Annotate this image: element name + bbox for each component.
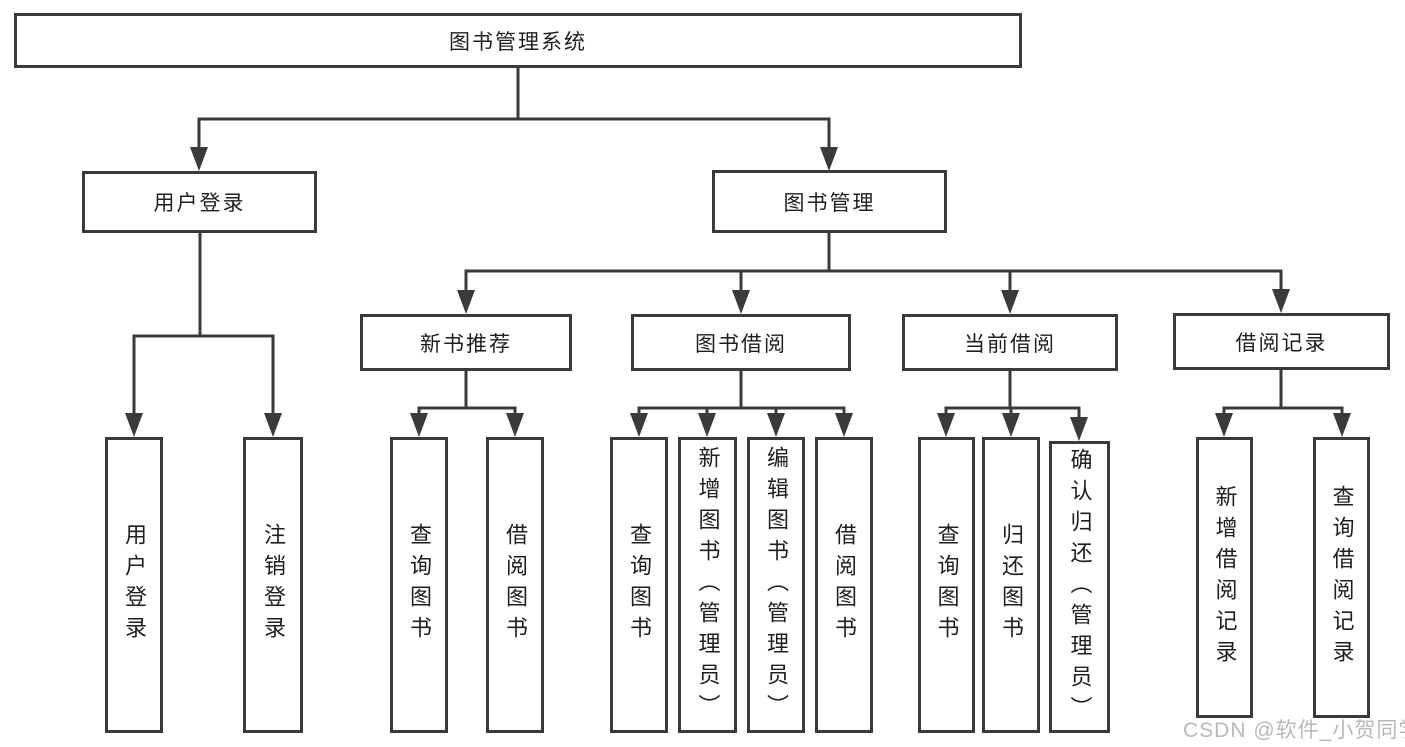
node-book-borrow: 图书借阅 bbox=[631, 314, 851, 371]
leaf-user-login: 用户登录 bbox=[105, 437, 163, 733]
node-borrow-record: 借阅记录 bbox=[1173, 313, 1390, 370]
leaf-query-borrow-record: 查询借阅记录 bbox=[1313, 437, 1370, 718]
leaf-logout: 注销登录 bbox=[243, 437, 303, 733]
leaf-query-borrow-record-label: 查询借阅记录 bbox=[1329, 484, 1355, 671]
leaf-query-book-borrow: 查询图书 bbox=[610, 437, 668, 733]
leaf-logout-label: 注销登录 bbox=[261, 523, 286, 647]
leaf-borrow-book-label: 借阅图书 bbox=[832, 523, 857, 647]
leaf-query-book-current: 查询图书 bbox=[918, 437, 975, 733]
node-user-login: 用户登录 bbox=[82, 171, 317, 233]
leaf-confirm-return-admin: 确认归还（管理员） bbox=[1049, 441, 1110, 733]
leaf-confirm-return-admin-label: 确认归还（管理员） bbox=[1067, 447, 1093, 727]
node-new-book-recommend: 新书推荐 bbox=[360, 314, 572, 371]
node-root-system-label: 图书管理系统 bbox=[449, 30, 587, 54]
leaf-add-book-admin-label: 新增图书（管理员） bbox=[695, 445, 721, 725]
leaf-return-book: 归还图书 bbox=[982, 437, 1040, 733]
leaf-borrow-book-recommend-label: 借阅图书 bbox=[503, 523, 528, 647]
node-book-management-label: 图书管理 bbox=[783, 191, 876, 215]
node-book-management: 图书管理 bbox=[712, 170, 947, 233]
leaf-query-book-recommend: 查询图书 bbox=[390, 437, 448, 733]
csdn-watermark: CSDN @软件_小贺同学 bbox=[1183, 719, 1405, 742]
node-new-book-recommend-label: 新书推荐 bbox=[420, 332, 512, 356]
leaf-return-book-label: 归还图书 bbox=[999, 523, 1024, 647]
node-current-borrow: 当前借阅 bbox=[902, 314, 1118, 371]
node-user-login-label: 用户登录 bbox=[153, 192, 246, 215]
leaf-user-login-label: 用户登录 bbox=[122, 523, 147, 647]
node-current-borrow-label: 当前借阅 bbox=[964, 332, 1056, 356]
node-root-system: 图书管理系统 bbox=[14, 13, 1022, 68]
leaf-edit-book-admin: 编辑图书（管理员） bbox=[747, 437, 805, 733]
leaf-borrow-book: 借阅图书 bbox=[815, 437, 873, 733]
node-book-borrow-label: 图书借阅 bbox=[695, 332, 787, 356]
leaf-add-book-admin: 新增图书（管理员） bbox=[678, 437, 737, 733]
leaf-query-book-borrow-label: 查询图书 bbox=[627, 523, 652, 647]
leaf-query-book-current-label: 查询图书 bbox=[934, 523, 960, 647]
node-borrow-record-label: 借阅记录 bbox=[1235, 331, 1328, 355]
leaf-borrow-book-recommend: 借阅图书 bbox=[486, 437, 544, 733]
leaf-add-borrow-record-label: 新增借阅记录 bbox=[1212, 484, 1238, 671]
leaf-edit-book-admin-label: 编辑图书（管理员） bbox=[764, 445, 789, 725]
leaf-query-book-recommend-label: 查询图书 bbox=[407, 523, 432, 647]
leaf-add-borrow-record: 新增借阅记录 bbox=[1196, 437, 1253, 718]
